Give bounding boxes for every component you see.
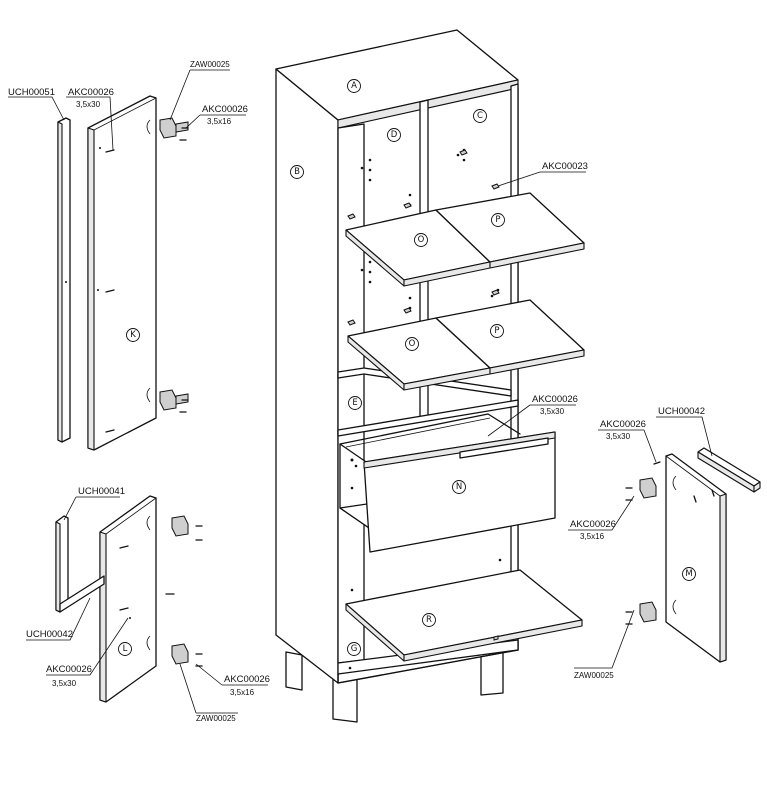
part-marker-r: R xyxy=(422,613,436,627)
cabinet xyxy=(275,29,585,723)
svg-text:B: B xyxy=(294,167,300,177)
part-marker-p-lower: P xyxy=(490,324,504,338)
svg-text:C: C xyxy=(477,111,483,121)
leg-front-left xyxy=(285,651,303,691)
part-marker-e: E xyxy=(348,396,362,410)
label-akc00026-l: AKC00026 xyxy=(46,664,92,675)
svg-text:D: D xyxy=(391,130,398,140)
part-marker-l: L xyxy=(118,642,132,656)
door-l-panel xyxy=(99,495,157,703)
svg-text:M: M xyxy=(685,569,692,579)
part-marker-o-lower: O xyxy=(405,337,419,351)
hinge-l-bottom xyxy=(171,643,203,667)
part-marker-m: M xyxy=(682,567,696,581)
drawer-handle xyxy=(459,437,549,459)
svg-text:G: G xyxy=(351,644,358,654)
label-akc00026-l-size: 3,5x30 xyxy=(52,679,77,688)
svg-text:L: L xyxy=(123,644,128,654)
label-uch00041: UCH00041 xyxy=(78,486,125,497)
door-l xyxy=(99,495,175,703)
hinge-m-top xyxy=(625,461,661,501)
label-akc00026-k-size: 3,5x30 xyxy=(76,100,101,109)
part-marker-g: G xyxy=(347,642,361,656)
svg-text:E: E xyxy=(352,398,357,408)
label-akc00026-drawer: AKC00026 xyxy=(532,394,578,405)
label-akc00026-m-size: 3,5x30 xyxy=(606,432,631,441)
leader-lines xyxy=(8,69,713,714)
door-k-panel xyxy=(87,95,157,451)
label-akc00023: AKC00023 xyxy=(542,161,588,172)
hinge-k-top xyxy=(159,117,189,141)
label-uch00042-left: UCH00042 xyxy=(26,629,73,640)
part-marker-c: C xyxy=(473,109,487,123)
part-marker-a: A xyxy=(347,79,361,93)
label-uch00042-right: UCH00042 xyxy=(658,406,705,417)
handle-uch00041 xyxy=(55,515,105,613)
hinge-l-top xyxy=(171,515,203,541)
part-marker-b: B xyxy=(290,165,304,179)
label-zaw00025-bottom: ZAW00025 xyxy=(196,714,236,723)
handle-uch00042-right xyxy=(697,447,761,493)
drawer-rail xyxy=(337,399,519,437)
label-akc00026-l-hinge-size: 3,5x16 xyxy=(230,688,255,697)
svg-text:P: P xyxy=(494,326,499,336)
side-panel-b xyxy=(275,68,339,684)
door-m-panel xyxy=(665,453,727,663)
door-m xyxy=(665,453,727,663)
hinge-k-bottom xyxy=(159,389,189,413)
svg-text:O: O xyxy=(409,339,416,349)
part-marker-p-upper: P xyxy=(491,213,505,227)
part-marker-o-upper: O xyxy=(414,233,428,247)
plinth-line xyxy=(337,649,519,684)
part-markers: A B C D O P O P E N R G K L M xyxy=(118,79,696,656)
cam-connectors xyxy=(347,149,500,326)
label-uch00051: UCH00051 xyxy=(8,87,55,98)
part-marker-k: K xyxy=(126,328,140,342)
label-akc00026-m-hinge: AKC00026 xyxy=(570,519,616,530)
label-akc00026-k: AKC00026 xyxy=(68,87,114,98)
svg-text:P: P xyxy=(495,215,500,225)
label-akc00026-m: AKC00026 xyxy=(600,419,646,430)
hinge-m-bottom xyxy=(625,601,657,625)
svg-text:N: N xyxy=(456,482,462,492)
hardware-labels: UCH00051 AKC00026 3,5x30 ZAW00025 AKC000… xyxy=(8,60,705,723)
svg-text:R: R xyxy=(426,615,432,625)
door-k xyxy=(87,95,157,451)
label-zaw00025-top: ZAW00025 xyxy=(190,60,230,69)
svg-text:A: A xyxy=(351,81,357,91)
inner-side-d xyxy=(337,123,365,664)
svg-text:K: K xyxy=(130,330,136,340)
label-akc00026-m-hinge-size: 3,5x16 xyxy=(580,532,605,541)
label-akc00026-hinge-k-size: 3,5x16 xyxy=(207,117,232,126)
part-marker-d: D xyxy=(387,128,401,142)
label-zaw00025-right: ZAW00025 xyxy=(574,671,614,680)
label-akc00026-l-hinge: AKC00026 xyxy=(224,674,270,685)
label-akc00026-drawer-size: 3,5x30 xyxy=(540,407,565,416)
part-marker-n: N xyxy=(452,480,466,494)
label-akc00026-hinge-k: AKC00026 xyxy=(202,104,248,115)
svg-text:O: O xyxy=(418,235,425,245)
handle-uch00051 xyxy=(57,117,71,443)
